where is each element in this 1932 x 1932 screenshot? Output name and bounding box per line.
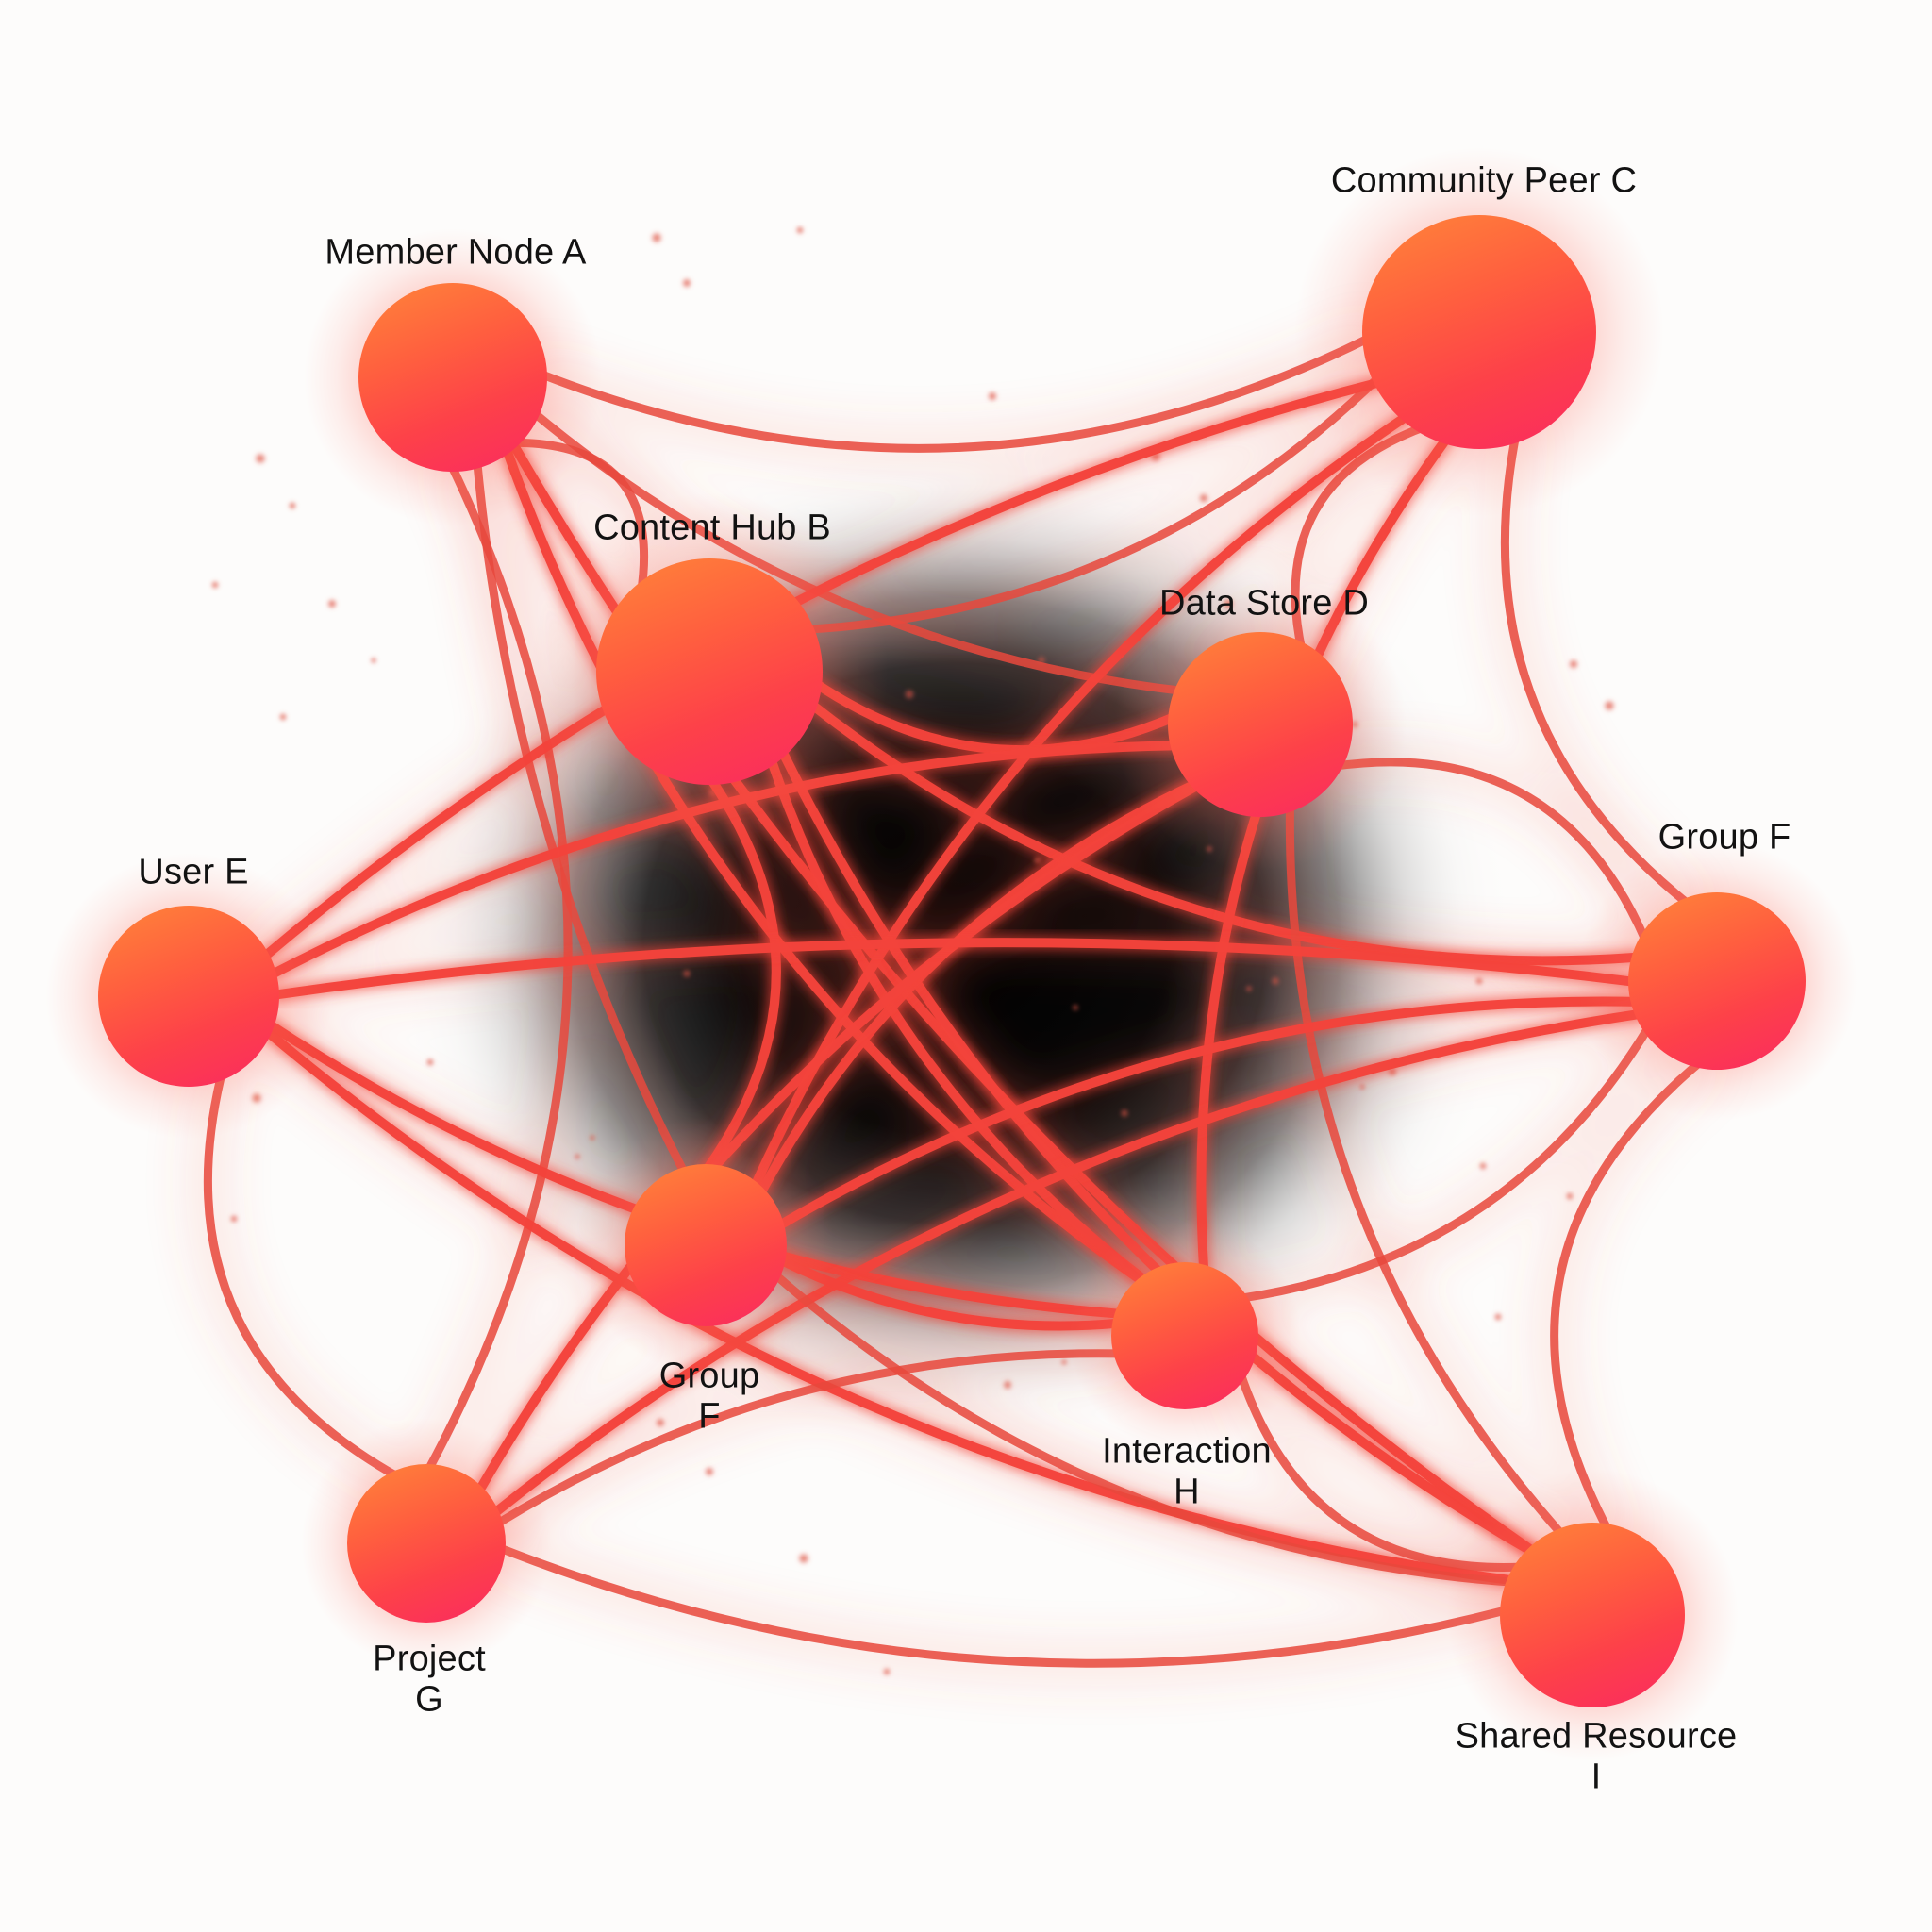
graph-edge[interactable] [804, 697, 1644, 966]
graph-node-f[interactable] [1628, 892, 1806, 1070]
node-label-c: Community Peer C [1330, 160, 1638, 201]
particle-dot [370, 657, 377, 664]
particle-dot [882, 1667, 891, 1676]
graph-edge[interactable] [1237, 1022, 1654, 1303]
particle-dot [1474, 976, 1484, 986]
particle-dot [987, 391, 998, 402]
graph-node-h[interactable] [1111, 1262, 1258, 1409]
particle-dot [795, 225, 805, 235]
particle-dot [1565, 1191, 1574, 1201]
particle-dot [278, 712, 288, 722]
particle-dot [681, 277, 692, 289]
particle-dot [655, 1417, 666, 1428]
particle-dot [229, 1214, 239, 1224]
graph-edge[interactable] [474, 779, 1205, 1497]
graph-node-f2[interactable] [625, 1164, 787, 1326]
graph-node-e[interactable] [98, 906, 279, 1087]
node-halo-layer [45, 147, 1857, 1761]
graph-edge[interactable] [535, 332, 1376, 453]
particle-dot [425, 1058, 435, 1067]
graph-node-a[interactable] [358, 283, 547, 472]
graph-edge[interactable] [1550, 1057, 1706, 1536]
graph-edge[interactable] [765, 751, 1151, 1286]
graph-edge[interactable] [1285, 800, 1567, 1540]
particle-dot [1120, 1108, 1129, 1118]
graph-edge[interactable] [494, 1543, 1512, 1668]
particle-dot [589, 1134, 596, 1141]
graph-edge[interactable] [773, 996, 1643, 1231]
graph-node-g[interactable] [347, 1464, 506, 1623]
particle-dot [1245, 985, 1253, 992]
particle-dot [1072, 1004, 1079, 1011]
node-label-f: Group F [1657, 817, 1791, 858]
particle-dot [1493, 1312, 1503, 1322]
node-label-i: Shared Resource I [1455, 1716, 1738, 1796]
particle-dot [1568, 658, 1579, 670]
graph-node-i[interactable] [1500, 1523, 1685, 1707]
particle-dot [704, 1466, 715, 1477]
graph-edge[interactable] [800, 371, 1386, 634]
particle-dot [1002, 1379, 1013, 1391]
particle-dot [574, 1153, 581, 1160]
graph-edge[interactable] [267, 938, 1641, 1001]
particle-dot [1033, 856, 1042, 865]
particle-dot [904, 689, 915, 700]
graph-node-b[interactable] [596, 558, 823, 785]
node-label-d: Data Store D [1158, 583, 1370, 624]
graph-edge[interactable] [770, 1270, 1519, 1587]
graph-edge[interactable] [259, 1024, 1520, 1586]
particle-dot [682, 969, 691, 978]
particle-dot [650, 231, 663, 244]
graph-node-c[interactable] [1362, 215, 1596, 449]
particle-dot [326, 598, 338, 609]
particle-dot [254, 452, 267, 465]
graph-node-d[interactable] [1168, 632, 1353, 817]
graph-edge[interactable] [203, 1068, 402, 1481]
node-label-b: Content Hub B [593, 508, 831, 548]
graph-edge[interactable] [775, 742, 1540, 1558]
particle-dot [1478, 1161, 1488, 1171]
graph-edge[interactable] [473, 456, 690, 1178]
graph-edge[interactable] [424, 459, 573, 1475]
graph-edge[interactable] [488, 1008, 1647, 1520]
node-layer [98, 215, 1806, 1707]
graph-edge[interactable] [492, 1349, 1124, 1529]
particle-dot [1358, 1083, 1366, 1091]
node-label-f2: Group F [658, 1356, 760, 1436]
particle-dot [1603, 699, 1616, 712]
node-label-a: Member Node A [325, 232, 587, 273]
particle-dot [797, 1552, 810, 1565]
particle-dot [210, 580, 220, 590]
particle-dot [1271, 976, 1280, 986]
node-label-h: Interaction H [1102, 1431, 1272, 1511]
node-label-g: Project G [373, 1639, 486, 1719]
particle-dot [288, 501, 297, 510]
node-label-e: User E [138, 852, 249, 892]
